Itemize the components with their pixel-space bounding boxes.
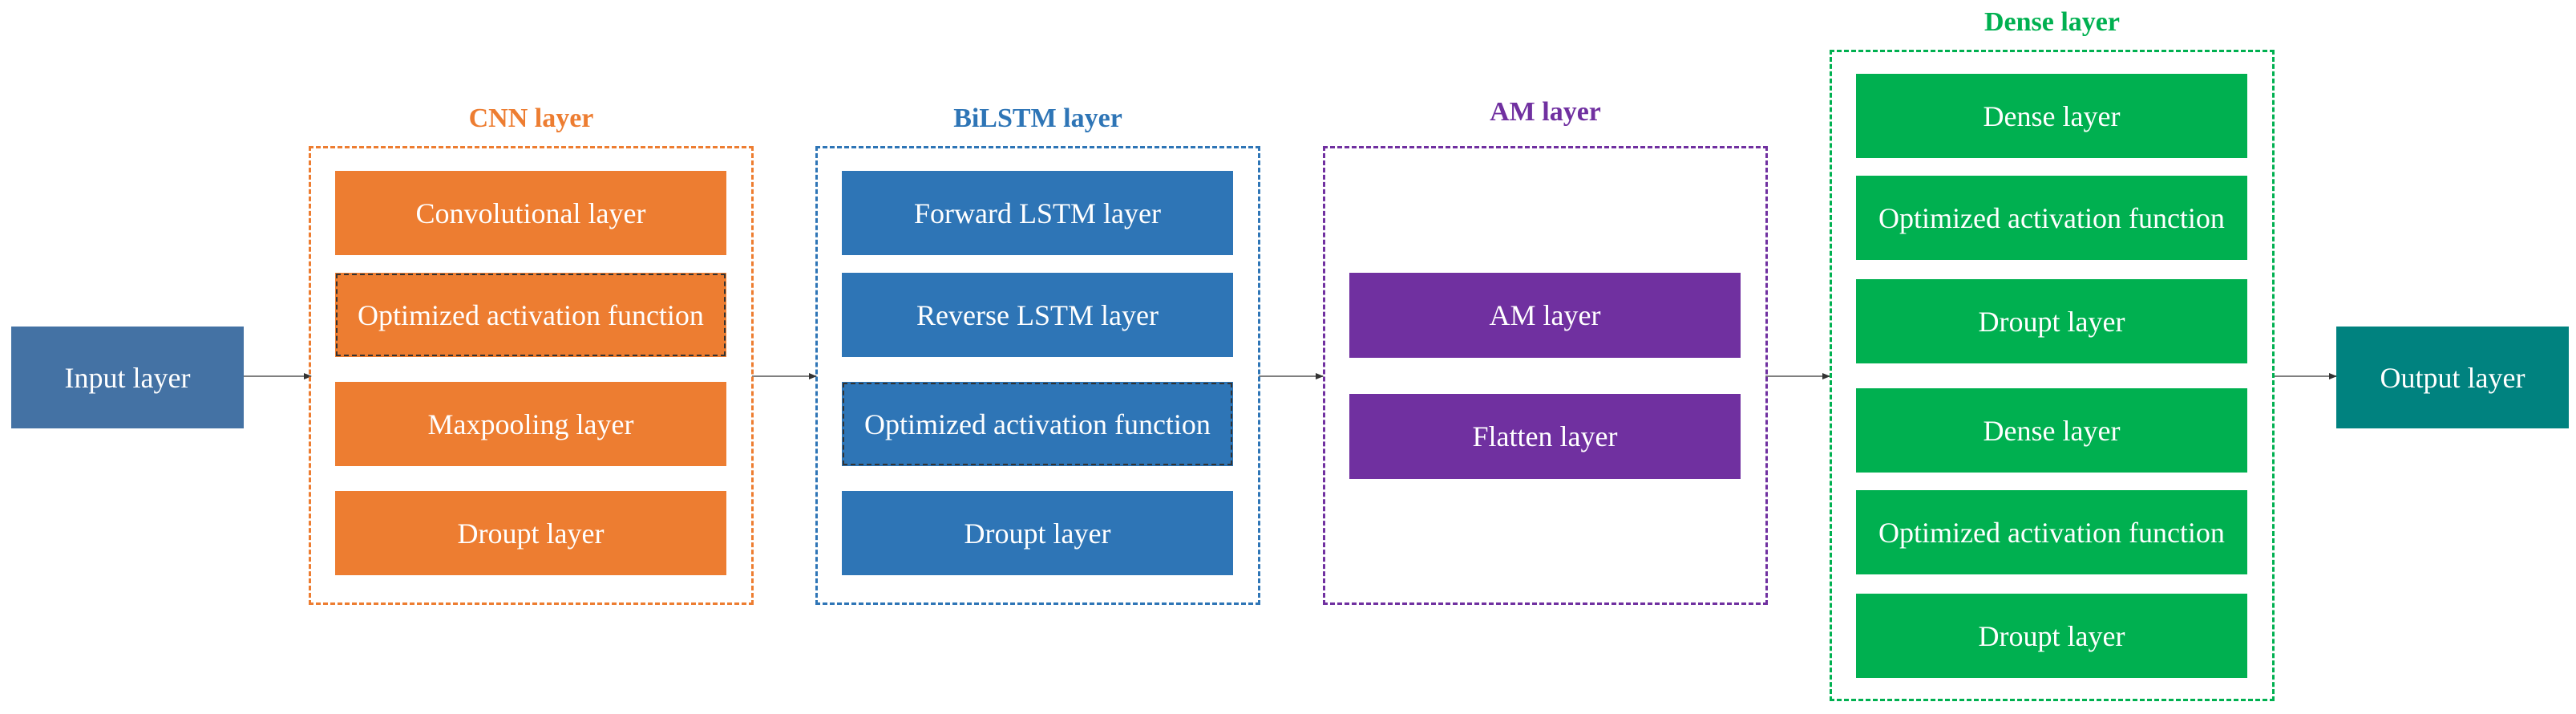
am-group-title: AM layer [1490,97,1601,127]
bilstm-forward-lstm: Forward LSTM layer [842,171,1233,255]
bilstm-group [815,146,1260,605]
dense-dropout-layer-1: Droupt layer [1856,279,2247,363]
bilstm-reverse-lstm: Reverse LSTM layer [842,273,1233,357]
dense-optimized-activation-2: Optimized activation function [1856,490,2247,574]
am-attention-layer: AM layer [1349,273,1741,358]
dense-optimized-activation-1: Optimized activation function [1856,176,2247,260]
cnn-convolutional-layer: Convolutional layer [335,171,726,255]
dense-layer-2: Dense layer [1856,388,2247,473]
cnn-optimized-activation: Optimized activation function [335,273,726,357]
output-layer-block: Output layer [2336,327,2569,428]
am-flatten-layer: Flatten layer [1349,394,1741,479]
bilstm-group-title: BiLSTM layer [953,103,1122,133]
dense-layer-1: Dense layer [1856,74,2247,158]
cnn-group-title: CNN layer [468,103,594,133]
cnn-dropout-layer: Droupt layer [335,491,726,575]
bilstm-optimized-activation: Optimized activation function [842,382,1233,466]
input-layer-block: Input layer [11,327,244,428]
cnn-group [309,146,754,605]
dense-group-title: Dense layer [1984,7,2120,37]
input-layer-label: Input layer [64,361,191,394]
dense-group [1830,50,2275,701]
bilstm-dropout-layer: Droupt layer [842,491,1233,575]
dense-dropout-layer-2: Droupt layer [1856,594,2247,678]
am-group [1323,146,1768,605]
cnn-maxpooling-layer: Maxpooling layer [335,382,726,466]
output-layer-label: Output layer [2380,361,2525,394]
